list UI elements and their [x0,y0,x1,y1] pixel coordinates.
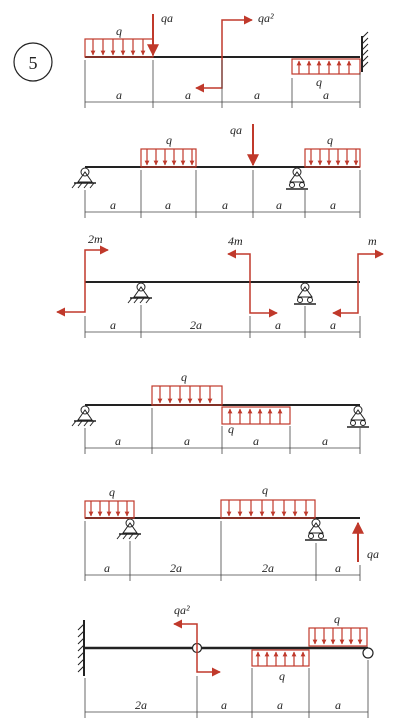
distributed-load-right [308,627,368,647]
dimension-line [84,305,361,338]
diagram-4: q q a a a a [71,370,369,454]
moment-couple [173,619,221,677]
pin-support-left [116,518,141,540]
moment-label: 4m [228,234,243,248]
span-label: a [110,318,116,332]
distributed-load-left [140,148,197,168]
span-label: a [275,318,281,332]
load-label: q [327,133,333,147]
span-label: a [335,698,341,712]
span-label: a [254,88,260,102]
dimension-line [84,521,361,581]
span-label: a [222,198,228,212]
load-label: q [279,669,285,683]
moment-couple-mid [227,249,278,318]
moment-label: m [368,234,377,248]
diagram-6: qa² q q 2a [77,603,374,718]
diagram-3: 2m 4m m a 2a a a [56,232,384,338]
roller-support [294,282,316,305]
diagram-2: q qa q a a a a a [71,123,361,218]
roller-support [286,167,308,190]
distributed-load-right [291,58,361,75]
load-label: q [228,422,234,436]
span-label: a [221,698,227,712]
span-label: a [277,698,283,712]
moment-label: 2m [88,232,103,246]
span-label: a [330,318,336,332]
load-label: q [109,485,115,499]
span-label: a [335,561,341,575]
pin-support-left [71,167,96,189]
load-label: q [166,133,172,147]
moment-label: qa² [174,603,190,617]
span-label: a [323,88,329,102]
span-label: a [330,198,336,212]
load-label: q [116,24,122,38]
load-label: q [262,483,268,497]
distributed-load-bottom [221,406,291,425]
span-label: a [115,434,121,448]
dimension-line [84,660,369,718]
span-label: a [165,198,171,212]
distributed-load-left [84,500,135,519]
force-label: qa [230,123,242,137]
dimension-line [84,170,361,218]
fixed-support-left [77,620,85,676]
span-label: a [253,434,259,448]
diagram-5: q q qa a 2a 2a a [84,483,379,581]
roller-support [347,405,369,428]
span-label: 2a [135,698,147,712]
dimension-line [84,60,361,108]
load-label: q [334,612,340,626]
span-label: a [185,88,191,102]
roller-support [305,518,327,541]
moment-couple-right [332,249,384,318]
span-label: 2a [190,318,202,332]
distributed-load-bottom [251,649,310,667]
pin-support-left [127,282,152,304]
span-label: a [110,198,116,212]
force-label: qa [161,11,173,25]
span-label: a [104,561,110,575]
pin-support-left [71,405,96,427]
moment-couple [195,15,253,93]
span-label: 2a [170,561,182,575]
moment-label: qa² [258,11,274,25]
distributed-load-top [151,385,223,406]
span-label: a [322,434,328,448]
distributed-load-left [84,38,154,58]
dimension-line [84,408,361,454]
moment-couple-left [56,245,109,317]
force-label: qa [367,547,379,561]
load-label: q [181,370,187,384]
distributed-load-right [304,148,361,168]
distributed-load-mid [220,499,316,519]
roller-support [362,647,374,659]
span-label: a [116,88,122,102]
problem-number-badge: 5 [13,42,53,82]
span-label: a [184,434,190,448]
diagram-1: q qa qa² q a a a a [84,11,369,108]
problem-number: 5 [29,53,38,73]
span-label: 2a [262,561,274,575]
span-label: a [276,198,282,212]
fixed-support-right [361,31,369,72]
load-label: q [316,75,322,89]
